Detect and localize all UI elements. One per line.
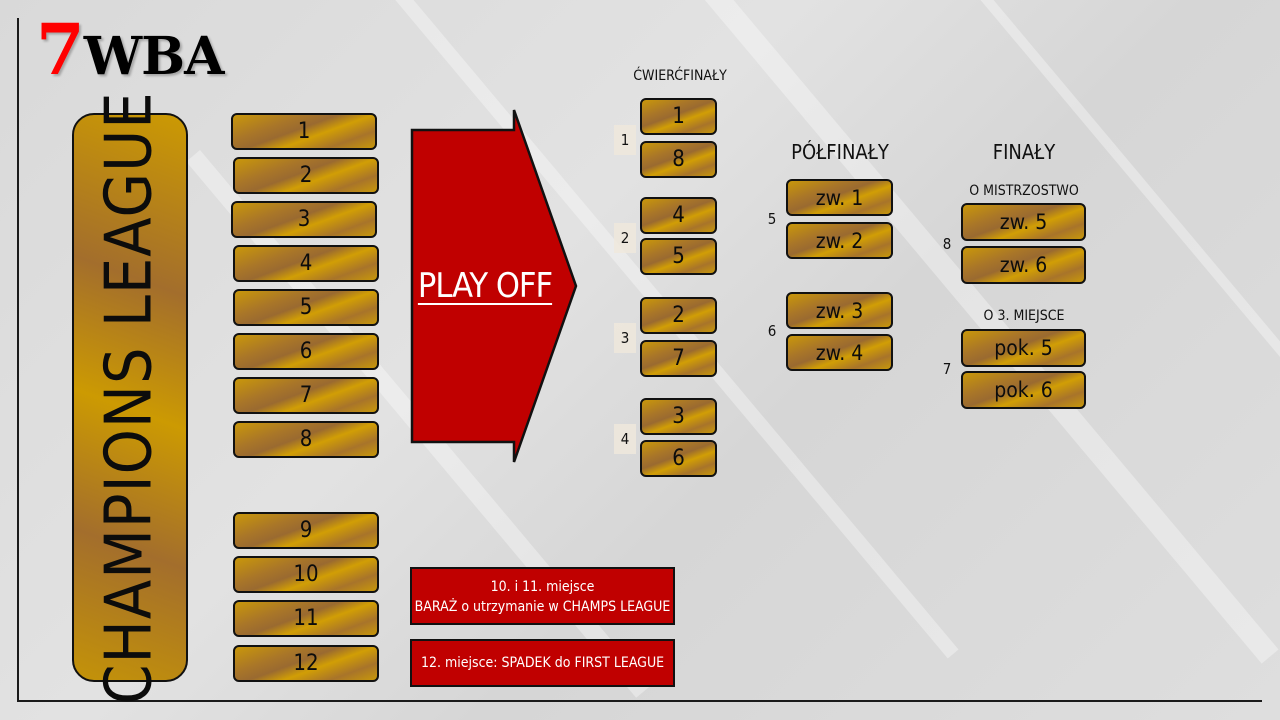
final-pair-number-8: 8 — [942, 235, 952, 253]
sf-pair-number-5: 5 — [767, 210, 777, 228]
frame-left-border — [17, 18, 19, 702]
quarterfinals-title: ĆWIERĆFINAŁY — [633, 68, 727, 84]
final-team-top: zw. 5 — [961, 203, 1086, 241]
championship-label: O MISTRZOSTWO — [969, 183, 1079, 199]
playoff-label: PLAY OFF — [417, 266, 553, 306]
frame-bottom-border — [17, 700, 1262, 702]
logo-wba: WBA — [83, 26, 225, 87]
qf-pair-number-2: 2 — [614, 223, 636, 253]
third-place-label: O 3. MIEJSCE — [983, 308, 1065, 324]
background-streak — [952, 0, 1280, 656]
qf-pair-number-3: 3 — [614, 323, 636, 353]
qf2-team-bottom: 5 — [640, 238, 717, 275]
barrage-note-line1: 10. i 11. miejsce — [490, 579, 595, 595]
team-slot-7: 7 — [233, 377, 379, 414]
team-slot-12: 12 — [233, 645, 379, 682]
qf1-team-top: 1 — [640, 98, 717, 135]
sf2-team-top: zw. 3 — [786, 292, 893, 329]
qf-pair-number-4: 4 — [614, 424, 636, 454]
team-slot-9: 9 — [233, 512, 379, 549]
relegation-note: 12. miejsce: SPADEK do FIRST LEAGUE — [410, 639, 675, 687]
third-place-team-top: pok. 5 — [961, 329, 1086, 367]
team-slot-3: 3 — [231, 201, 377, 238]
logo: 7WBA — [36, 8, 225, 97]
qf3-team-top: 2 — [640, 297, 717, 334]
qf1-team-bottom: 8 — [640, 141, 717, 178]
qf-pair-number-1: 1 — [614, 125, 636, 155]
qf3-team-bottom: 7 — [640, 340, 717, 377]
final-pair-number-7: 7 — [942, 360, 952, 378]
league-title: CHAMPIONS LEAGUE — [93, 90, 167, 705]
team-slot-1: 1 — [231, 113, 377, 150]
qf4-team-top: 3 — [640, 398, 717, 435]
finals-title: FINAŁY — [992, 140, 1056, 164]
barrage-note-line2: BARAŻ o utrzymanie w CHAMPS LEAGUE — [414, 599, 671, 615]
sf-pair-number-6: 6 — [767, 322, 777, 340]
qf2-team-top: 4 — [640, 197, 717, 234]
logo-seven: 7 — [36, 8, 85, 91]
sf1-team-bottom: zw. 2 — [786, 222, 893, 259]
league-title-banner: CHAMPIONS LEAGUE — [72, 91, 188, 704]
team-slot-4: 4 — [233, 245, 379, 282]
team-slot-10: 10 — [233, 556, 379, 593]
sf1-team-top: zw. 1 — [786, 179, 893, 216]
team-slot-11: 11 — [233, 600, 379, 637]
sf2-team-bottom: zw. 4 — [786, 334, 893, 371]
team-slot-8: 8 — [233, 421, 379, 458]
qf4-team-bottom: 6 — [640, 440, 717, 477]
team-slot-5: 5 — [233, 289, 379, 326]
barrage-note: 10. i 11. miejsce BARAŻ o utrzymanie w C… — [410, 567, 675, 625]
team-slot-2: 2 — [233, 157, 379, 194]
playoff-arrow: PLAY OFF — [410, 108, 580, 464]
arrow-shape — [410, 109, 578, 463]
final-team-bottom: zw. 6 — [961, 246, 1086, 284]
semifinals-title: PÓŁFINAŁY — [791, 140, 889, 164]
third-place-team-bottom: pok. 6 — [961, 371, 1086, 409]
team-slot-6: 6 — [233, 333, 379, 370]
